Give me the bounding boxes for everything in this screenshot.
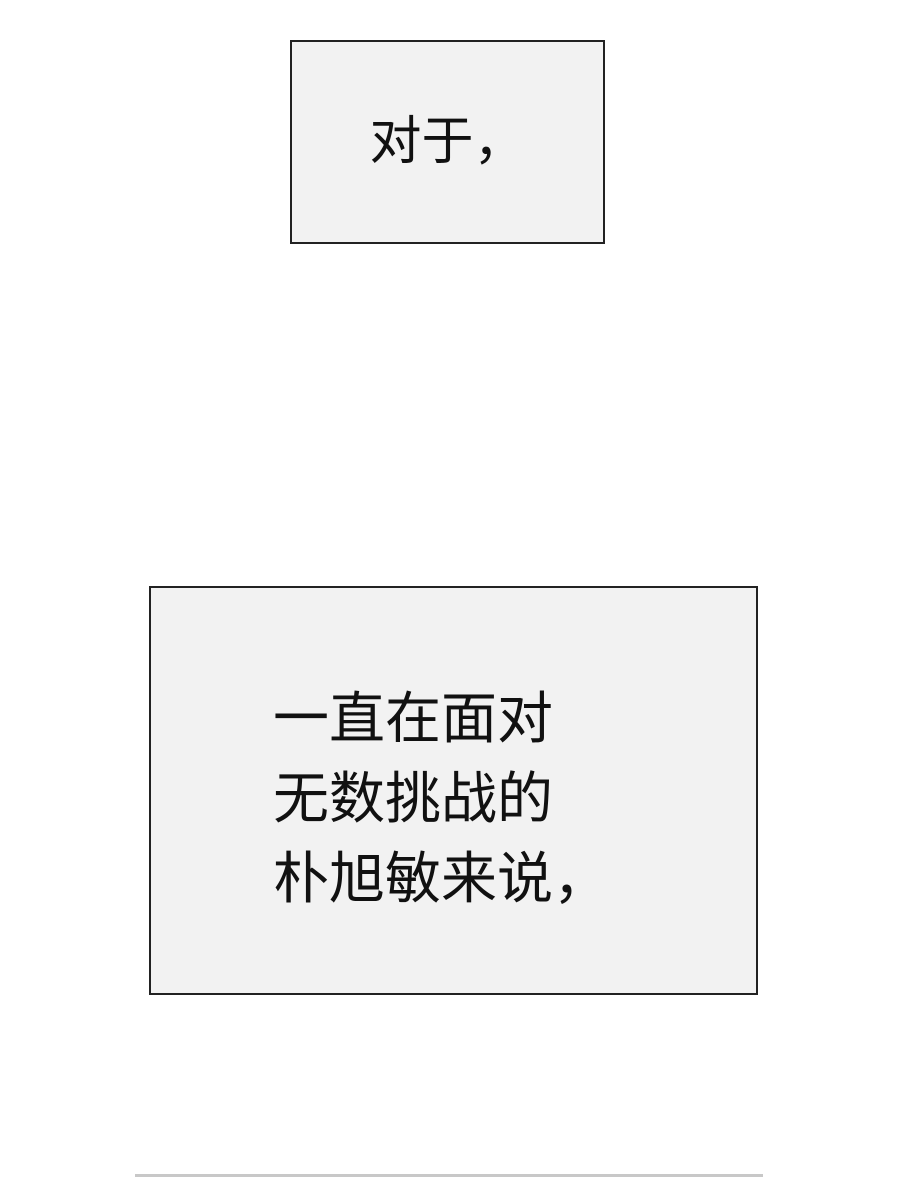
caption-line: 一直在面对 xyxy=(273,687,553,752)
caption-lines: 一直在面对 无数挑战的 朴旭敏来说， xyxy=(273,680,609,920)
caption-box-2: 一直在面对 无数挑战的 朴旭敏来说， xyxy=(149,586,758,995)
caption-box-1: 对于， xyxy=(290,40,605,244)
caption-line: 无数挑战的 xyxy=(273,767,553,832)
next-panel-edge xyxy=(135,1174,763,1177)
caption-text: 对于， xyxy=(369,112,526,172)
caption-line: 朴旭敏来说， xyxy=(273,847,609,912)
